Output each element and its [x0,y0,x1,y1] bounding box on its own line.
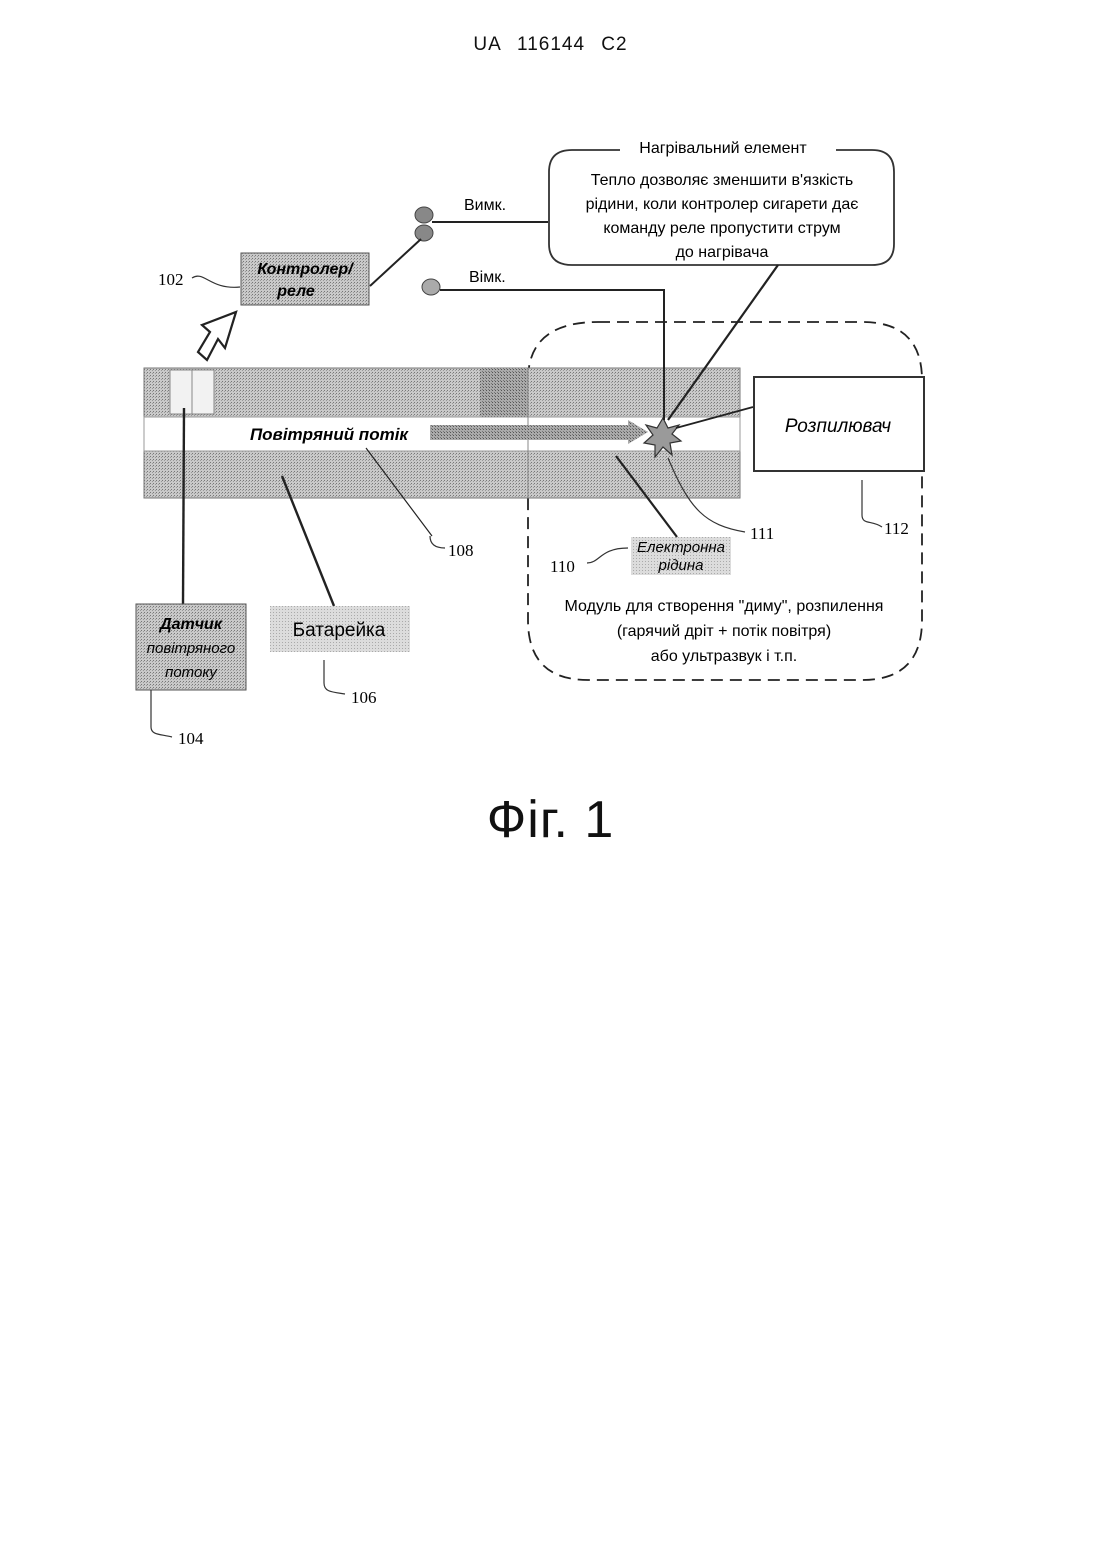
ref-104: 104 [178,729,204,748]
leader-110 [587,548,628,563]
relay-contact-bottom [415,225,433,241]
relay-lever [370,239,421,286]
ref-112: 112 [884,519,909,538]
relay-contact-top [415,207,433,223]
module-text-line1: Модуль для створення "диму", розпилення [565,598,884,615]
airflow-label: Повітряний потік [250,425,409,444]
liquid-label-line2: рідина [658,557,704,574]
ref-108: 108 [448,541,474,560]
switch-off-label: Вимк. [464,197,506,214]
sensor-pointer [183,408,184,604]
leader-104 [151,690,172,737]
leader-112 [862,480,882,527]
sensor-label-line3: потоку [165,664,218,681]
controller-relay-box: Контролер/ реле [241,253,369,305]
airflow-sensor-box: Датчик повітряного потоку [136,604,246,690]
switch-on-label: Вімк. [469,269,506,286]
sensor-label-line1: Датчик [158,616,223,633]
leader-102 [192,276,240,287]
heater-callout-line2: рідини, коли контролер сигарети дає [586,196,859,213]
leader-106 [324,660,345,694]
heater-callout-line3: команду реле пропустити струм [603,220,840,237]
ref-111: 111 [750,524,774,543]
heater-callout-line4: до нагрівача [676,244,769,261]
heater-callout-title: Нагрівальний елемент [639,140,807,157]
sensor-label-line2: повітряного [147,640,235,657]
signal-hollow-arrow [198,312,236,360]
liquid-label-line1: Електронна [637,539,725,556]
battery-label: Батарейка [293,620,386,641]
atomizer-label: Розпилювач [785,416,891,437]
controller-label-line1: Контролер/ [257,261,354,278]
ref-102: 102 [158,270,184,289]
figure-caption: Фіг. 1 [0,790,1101,850]
ref-110: 110 [550,557,575,576]
relay-contact-on [422,279,440,295]
module-text-line2: (гарячий дріт + потік повітря) [617,623,831,640]
leader-108 [430,536,445,548]
heater-callout: Нагрівальний елемент Тепло дозволяє змен… [549,140,894,265]
module-text-line3: або ультразвук і т.п. [651,648,797,665]
heater-callout-line1: Тепло дозволяє зменшити в'язкість [591,172,854,189]
controller-label-line2: реле [276,283,315,300]
ref-106: 106 [351,688,377,707]
